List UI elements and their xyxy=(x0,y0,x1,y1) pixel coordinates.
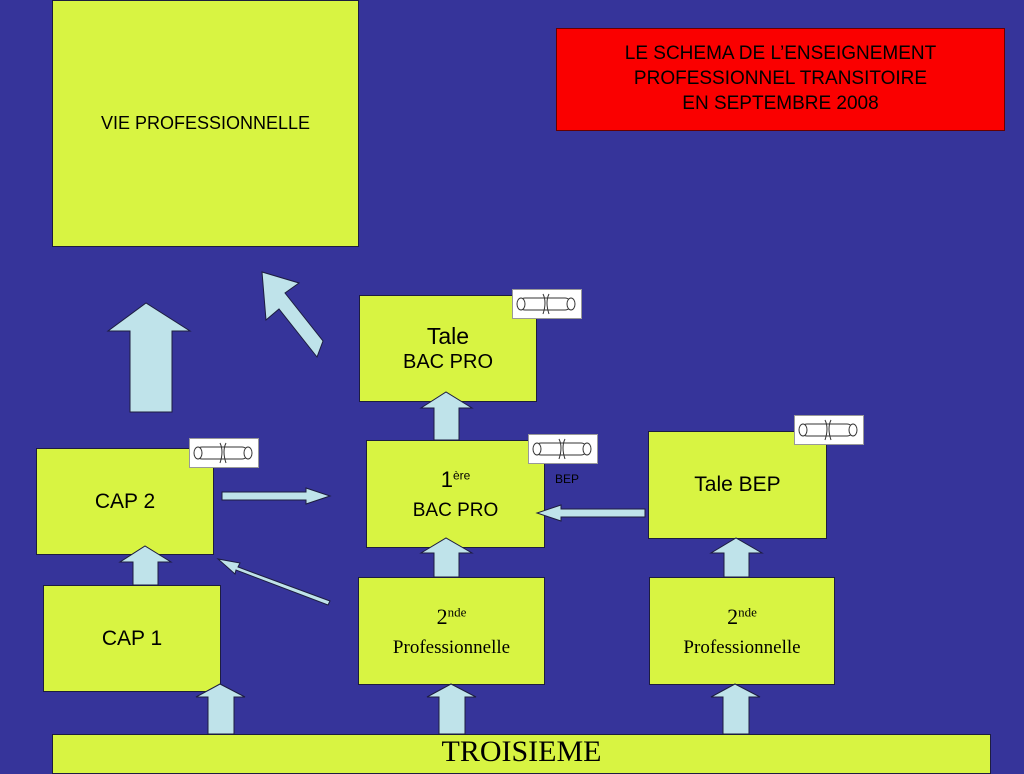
box-seconde-pro-left: 2nde Professionnelle xyxy=(358,577,545,685)
title-line-2: PROFESSIONNEL TRANSITOIRE xyxy=(633,68,928,90)
arrow-cap2-to-1ere xyxy=(221,487,332,505)
title-line-3: EN SEPTEMBRE 2008 xyxy=(682,92,879,114)
box-premiere-bac-pro: 1ère BAC PRO xyxy=(366,440,545,548)
arrow-2nde-to-1ere xyxy=(419,537,474,578)
box-tale-bac-pro-line2: BAC PRO xyxy=(402,351,494,374)
box-vie-professionnelle-label: VIE PROFESSIONNELLE xyxy=(100,113,311,133)
arrow-2nde-to-talebep xyxy=(709,537,764,578)
box-troisieme: TROISIEME xyxy=(52,734,991,774)
box-seconde-right-line2: Professionnelle xyxy=(683,636,801,658)
diploma-scroll-icon xyxy=(794,415,864,445)
box-vie-professionnelle: VIE PROFESSIONNELLE xyxy=(52,0,359,247)
box-seconde-right-sup: nde xyxy=(738,604,757,620)
box-cap2-label: CAP 2 xyxy=(94,489,156,513)
arrow-3e-to-2nde-right xyxy=(710,683,761,735)
box-seconde-left-sup: nde xyxy=(447,604,467,620)
box-troisieme-label: TROISIEME xyxy=(441,735,602,768)
box-seconde-left-num: 2 xyxy=(436,604,448,629)
box-tale-bac-pro: Tale BAC PRO xyxy=(359,295,537,402)
box-premiere-sup: ère xyxy=(452,468,471,483)
diploma-scroll-icon xyxy=(528,434,598,464)
box-cap2: CAP 2 xyxy=(36,448,214,555)
box-seconde-left-line2: Professionnelle xyxy=(392,636,511,658)
box-cap1: CAP 1 xyxy=(43,585,221,692)
diploma-scroll-icon xyxy=(189,438,259,468)
arrow-talebep-to-1ere xyxy=(535,504,646,522)
bep-label: BEP xyxy=(555,472,580,486)
box-cap1-label: CAP 1 xyxy=(101,626,163,650)
box-premiere-line2: BAC PRO xyxy=(412,499,499,521)
arrow-3e-to-cap1 xyxy=(195,683,246,735)
arrow-cap1-to-cap2 xyxy=(118,545,173,586)
arrow-tale-to-vie xyxy=(261,271,324,359)
box-tale-bac-pro-line1: Tale xyxy=(426,322,470,349)
box-premiere-num: 1 xyxy=(440,467,453,492)
arrow-cap2-to-vie xyxy=(106,302,192,413)
box-tale-bep-label: Tale BEP xyxy=(694,473,781,496)
diagram-title: LE SCHEMA DE L’ENSEIGNEMENT PROFESSIONNE… xyxy=(556,28,1005,131)
arrow-2nde-to-cap2 xyxy=(216,558,331,606)
box-seconde-pro-right: 2nde Professionnelle xyxy=(649,577,835,685)
diploma-scroll-icon xyxy=(512,289,582,319)
box-seconde-right-num: 2 xyxy=(727,604,739,629)
title-line-1: LE SCHEMA DE L’ENSEIGNEMENT xyxy=(624,43,937,65)
arrow-1ere-to-tale xyxy=(419,391,474,441)
arrow-3e-to-2nde-left xyxy=(426,683,477,735)
box-tale-bep: Tale BEP xyxy=(648,431,827,539)
